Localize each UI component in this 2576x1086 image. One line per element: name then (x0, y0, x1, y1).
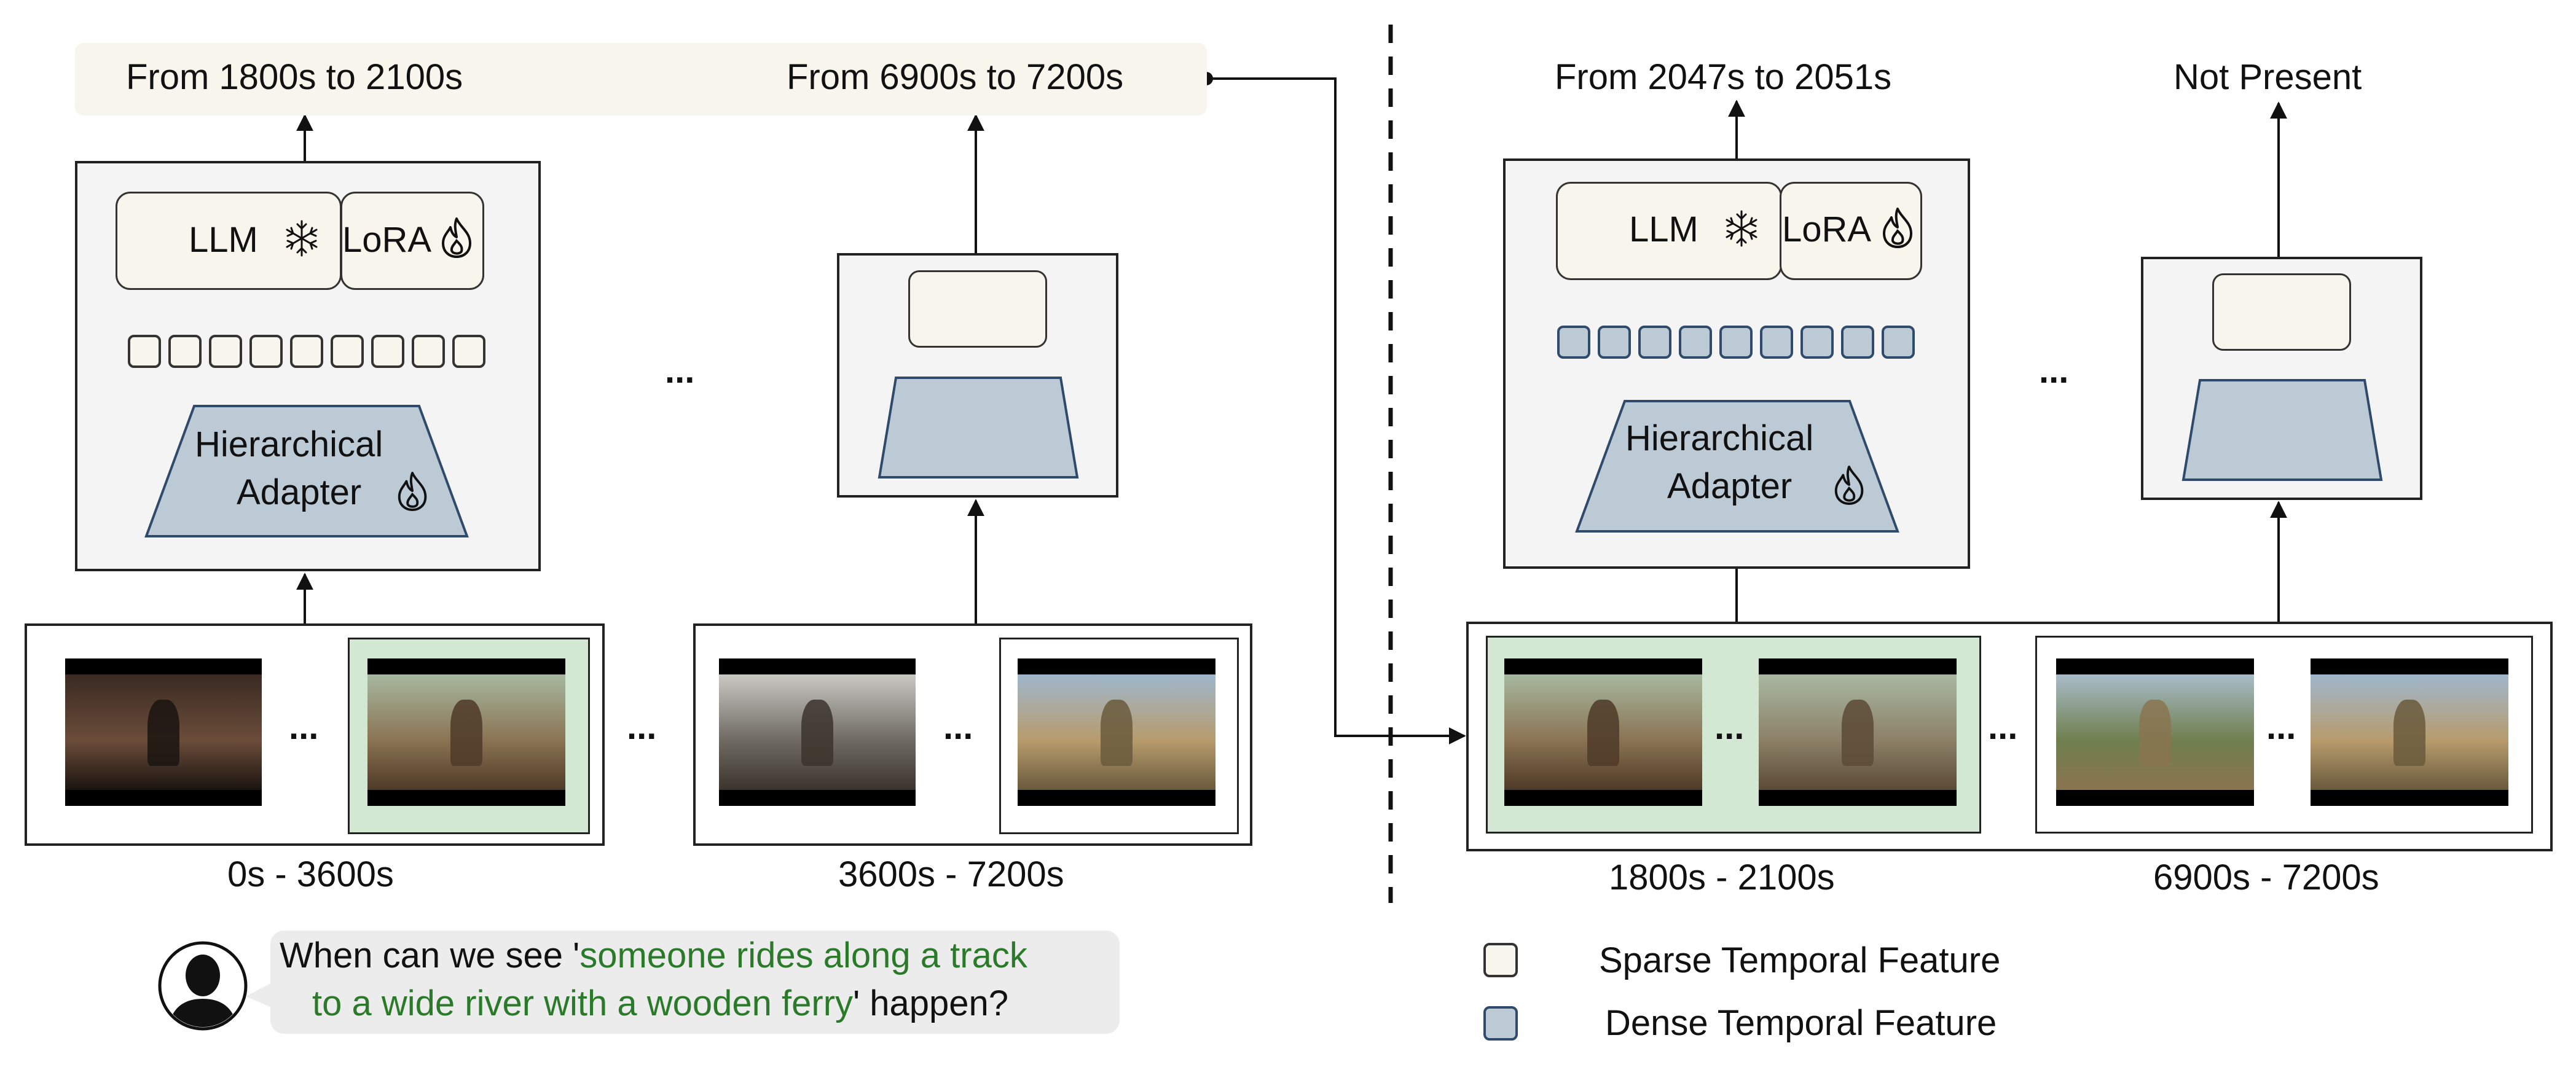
user-avatar-icon (158, 941, 248, 1031)
legend-swatch-sparse (1483, 943, 1518, 977)
video-frame-thumbnail (1504, 658, 1702, 806)
adapter-collapsed (878, 377, 1079, 479)
ellipsis: ... (1714, 707, 1745, 747)
video-frame-thumbnail (719, 658, 916, 806)
video-frame-thumbnail (1759, 658, 1957, 806)
query-prefix: When can we see ' (280, 936, 580, 975)
speech-bubble-tail (246, 982, 274, 1009)
feature-token (168, 335, 202, 368)
feature-token (1679, 326, 1712, 359)
flame-icon (398, 472, 427, 511)
legend-label-dense: Dense Temporal Feature (1605, 1003, 1997, 1043)
feature-token (371, 335, 404, 368)
hierarchical-adapter (144, 405, 469, 537)
lora-block (340, 192, 484, 290)
query-bubble (270, 931, 1120, 1034)
output-text-3: From 2047s to 2051s (1555, 57, 1892, 97)
feature-token (128, 335, 161, 368)
output-text-4: Not Present (2174, 57, 2362, 97)
output-banner (75, 43, 1207, 115)
ellipsis: ... (1988, 707, 2018, 747)
ellipsis: ... (2266, 707, 2296, 747)
query-suffix: ' happen? (853, 983, 1009, 1023)
ellipsis: ... (665, 351, 695, 391)
feature-token (1638, 326, 1671, 359)
video-frame-thumbnail (2311, 658, 2508, 806)
legend-swatch-dense (1483, 1006, 1518, 1041)
legend-label-sparse: Sparse Temporal Feature (1599, 940, 2001, 980)
ellipsis: ... (943, 707, 973, 747)
feature-token (209, 335, 242, 368)
adapter-label-line1: Hierarchical (195, 424, 383, 464)
video-frame-thumbnail (65, 658, 262, 806)
adapter-label-line2: Adapter (1667, 466, 1793, 506)
feature-token (1760, 326, 1793, 359)
llm-block-collapsed (908, 270, 1047, 348)
llm-label: LLM (1629, 209, 1698, 249)
video-frame-thumbnail (1018, 658, 1215, 806)
query-line-2: to a wide river with a wooden ferry' hap… (312, 983, 1008, 1024)
feature-token (412, 335, 445, 368)
adapter-collapsed (2181, 379, 2383, 481)
adapter-label-line1: Hierarchical (1625, 418, 1814, 458)
query-line-1: When can we see 'someone rides along a t… (280, 935, 1027, 976)
output-text-2: From 6900s to 7200s (787, 57, 1124, 97)
feature-token (1841, 326, 1874, 359)
query-highlight-1: someone rides along a track (579, 936, 1027, 975)
flame-icon (1834, 466, 1864, 505)
feature-token (1882, 326, 1915, 359)
lora-label: LoRA (1782, 209, 1872, 249)
ellipsis: ... (289, 707, 319, 747)
hierarchical-adapter (1575, 400, 1899, 533)
ellipsis: ... (2039, 351, 2069, 391)
feature-token (331, 335, 364, 368)
adapter-label-line2: Adapter (237, 472, 362, 512)
query-highlight-2: to a wide river with a wooden ferry (312, 983, 854, 1023)
feature-token (1800, 326, 1834, 359)
feature-token (290, 335, 323, 368)
segment-label-2: 3600s - 7200s (838, 854, 1064, 894)
video-frame-thumbnail (367, 658, 565, 806)
ellipsis: ... (627, 707, 657, 747)
feature-token (452, 335, 485, 368)
feature-token (249, 335, 283, 368)
flame-icon (442, 217, 471, 258)
dense-token-row (1557, 326, 1920, 362)
llm-block-collapsed (2212, 273, 2351, 351)
segment-label-1: 0s - 3600s (227, 854, 394, 894)
snowflake-icon (1726, 210, 1757, 247)
video-frame-thumbnail (2056, 658, 2254, 806)
lora-label: LoRA (342, 220, 432, 260)
llm-label: LLM (189, 220, 258, 260)
connector-to-dense-stage (1206, 77, 1466, 744)
feature-token (1598, 326, 1631, 359)
segment-label-4: 6900s - 7200s (2153, 857, 2379, 897)
feature-token (1557, 326, 1590, 359)
flame-icon (1883, 208, 1912, 248)
snowflake-icon (286, 220, 318, 257)
feature-token (1719, 326, 1753, 359)
sparse-token-row (128, 335, 490, 372)
output-text-1: From 1800s to 2100s (126, 57, 463, 97)
segment-label-3: 1800s - 2100s (1609, 857, 1835, 897)
llm-block (116, 192, 342, 290)
